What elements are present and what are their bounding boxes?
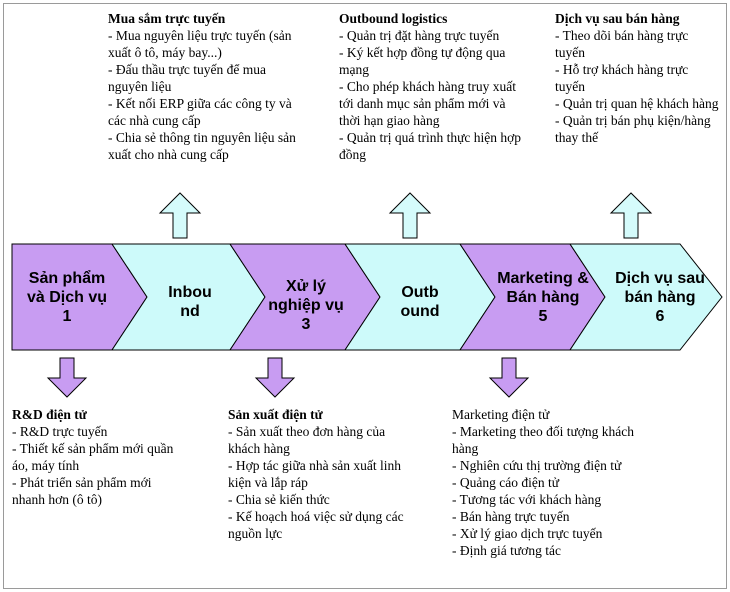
up-arrow-procurement	[158, 192, 202, 239]
service-item: - Theo dõi bán hàng trực tuyến	[555, 28, 689, 60]
stage-label-6: Dịch vụ sau bán hàng 6	[615, 269, 705, 325]
marketing-item: - Nghiên cứu thị trường điện tử	[452, 458, 622, 473]
service-title: Dịch vụ sau bán hàng	[555, 11, 680, 26]
stage-label-5: Marketing & Bán hàng 5	[497, 269, 589, 325]
stage-label-2: Inbou nd	[168, 284, 212, 320]
rnd-title: R&D điện tử	[12, 407, 87, 422]
outbound-title: Outbound logistics	[339, 11, 448, 26]
outbound-item: - Ký kết hợp đồng tự động qua mạng	[339, 45, 506, 77]
outbound-item: - Quản trị đặt hàng trực tuyến	[339, 28, 500, 43]
marketing-item: - Bán hàng trực tuyến	[452, 509, 570, 524]
after-sales-service-block: Dịch vụ sau bán hàng - Theo dõi bán hàng…	[555, 10, 720, 146]
outbound-logistics-block: Outbound logistics - Quản trị đặt hàng t…	[339, 10, 524, 163]
outbound-item: - Quản trị quá trình thực hiện hợp đồng	[339, 130, 522, 162]
marketing-item: - Marketing theo đối tượng khách hàng	[452, 424, 635, 456]
service-item: - Quản trị quan hệ khách hàng	[555, 96, 719, 111]
marketing-item: - Xử lý giao dịch trực tuyến	[452, 526, 603, 541]
rnd-block: R&D điện tử - R&D trực tuyến - Thiết kế …	[12, 406, 177, 508]
marketing-item: - Định giá tương tác	[452, 543, 561, 558]
up-arrow-outbound	[388, 192, 432, 239]
up-arrow-service	[609, 192, 653, 239]
marketing-item: - Quảng cáo điện tử	[452, 475, 560, 490]
procurement-title: Mua sắm trực tuyến	[108, 11, 226, 26]
down-arrow-rnd	[46, 357, 88, 398]
service-item: - Quản trị bán phụ kiện/hàng thay thế	[555, 113, 711, 145]
procurement-block: Mua sắm trực tuyến - Mua nguyên liệu trự…	[108, 10, 308, 163]
e-marketing-block: Marketing điện tử - Marketing theo đối t…	[452, 406, 712, 559]
stage-chevron-6	[569, 243, 723, 351]
stage-label-4: Outb ound	[400, 284, 440, 320]
rnd-item: - R&D trực tuyến	[12, 424, 108, 439]
diagram-frame	[3, 3, 727, 589]
marketing-item: - Tương tác với khách hàng	[452, 492, 602, 507]
procurement-item: - Chia sẻ thông tin nguyên liệu sản xuất…	[108, 130, 296, 162]
procurement-item: - Kết nối ERP giữa các công ty và các nh…	[108, 96, 292, 128]
marketing-title: Marketing điện tử	[452, 407, 550, 422]
service-item: - Hỗ trợ khách hàng trực tuyến	[555, 62, 689, 94]
procurement-item: - Mua nguyên liệu trực tuyến (sản xuất ô…	[108, 28, 292, 60]
rnd-item: - Phát triển sản phẩm mới nhanh hơn (ô t…	[12, 475, 152, 507]
rnd-item: - Thiết kế sản phẩm mới quần áo, máy tín…	[12, 441, 174, 473]
procurement-item: - Đấu thầu trực tuyến để mua nguyên liệu	[108, 62, 267, 94]
stage-label-1: Sản phẩm và Dịch vụ 1	[26, 269, 108, 325]
production-item: - Sản xuất theo đơn hàng của khách hàng	[228, 424, 386, 456]
production-item: - Hợp tác giữa nhà sản xuất linh kiện và…	[228, 458, 402, 490]
outbound-item: - Cho phép khách hàng truy xuất tới danh…	[339, 79, 516, 128]
stage-label-3: Xử lý nghiệp vụ 3	[268, 277, 344, 333]
production-block: Sản xuất điện tử - Sản xuất theo đơn hàn…	[228, 406, 406, 542]
production-title: Sản xuất điện tử	[228, 407, 323, 422]
down-arrow-marketing	[488, 357, 530, 398]
production-item: - Chia sẻ kiến thức	[228, 492, 330, 507]
down-arrow-production	[254, 357, 296, 398]
production-item: - Kế hoạch hoá việc sử dụng các nguồn lự…	[228, 509, 404, 541]
